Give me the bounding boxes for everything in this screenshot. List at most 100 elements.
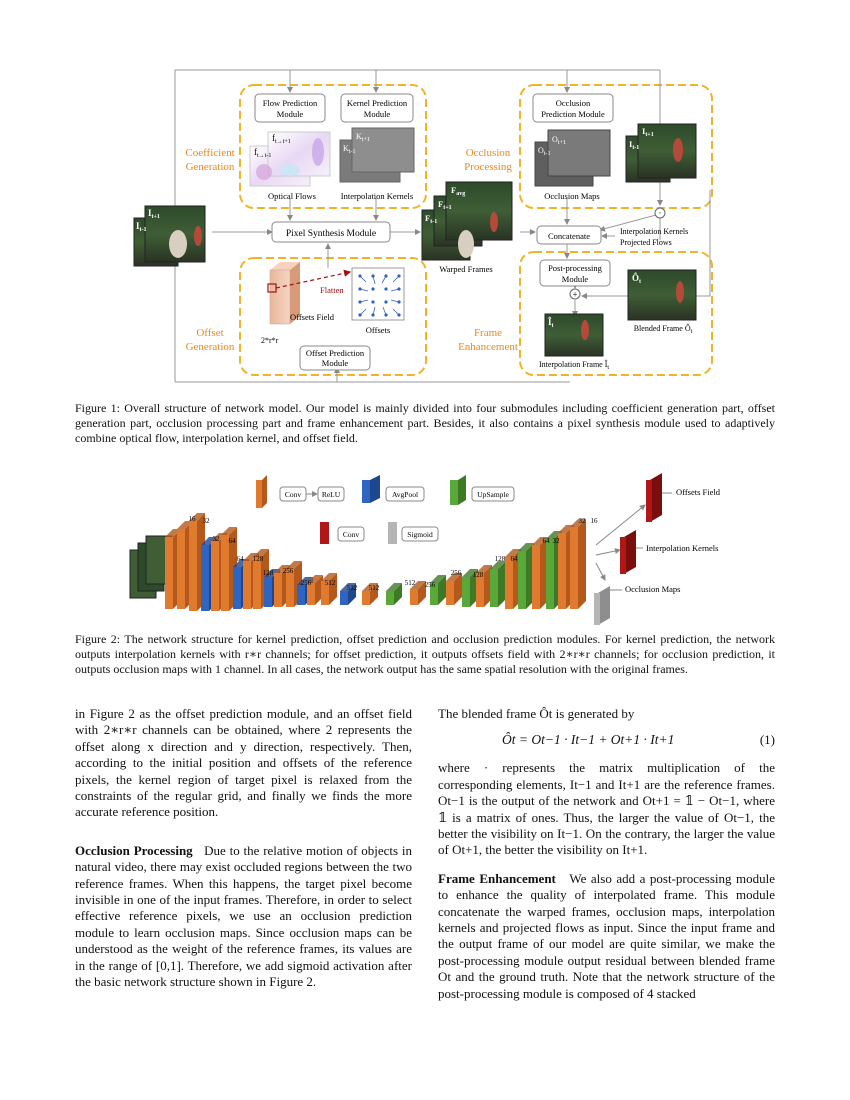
conv-block xyxy=(446,581,454,605)
channel-label: 16 xyxy=(591,517,599,525)
label-occlusion-1: Occlusion xyxy=(466,147,511,159)
svg-text:·: · xyxy=(659,208,662,218)
channel-label: 128 xyxy=(263,569,274,577)
conv-block xyxy=(165,537,173,609)
avgpool-block xyxy=(201,545,209,611)
conv-block xyxy=(274,573,282,607)
channel-label: 128 xyxy=(495,555,506,563)
label-coefficient-2: Generation xyxy=(186,161,235,173)
interp-kernels-input-label: Interpolation Kernels xyxy=(620,227,688,236)
equation-1: Ôt = Ot−1 · It−1 + Ot+1 · It+1 xyxy=(502,732,674,748)
channel-label: 16 xyxy=(189,515,197,523)
right-paragraph-2: where · represents the matrix multiplica… xyxy=(438,760,775,858)
upsample-block xyxy=(490,569,498,607)
svg-text:UpSample: UpSample xyxy=(477,490,509,499)
interpolation-frame-image xyxy=(545,314,603,356)
blended-frame-label: Blended Frame Ôt xyxy=(634,323,693,335)
channel-label: 512 xyxy=(369,584,380,592)
conv-block xyxy=(211,541,219,611)
svg-text:Module: Module xyxy=(364,109,391,119)
avgpool-block xyxy=(340,591,348,605)
svg-text:Conv: Conv xyxy=(343,530,360,539)
equation-number: (1) xyxy=(760,732,775,748)
svg-text:+: + xyxy=(572,290,577,300)
figure-1-caption: Figure 1: Overall structure of network m… xyxy=(75,401,775,446)
interp-kernels-output-label: Interpolation Kernels xyxy=(646,543,718,553)
channel-label: 64 xyxy=(229,537,237,545)
label-occlusion-2: Processing xyxy=(464,161,512,173)
channel-label: 256 xyxy=(301,579,312,587)
upsample-block xyxy=(462,577,470,607)
channel-label: 128 xyxy=(253,555,264,563)
left-column: in Figure 2 as the offset prediction mod… xyxy=(75,706,412,991)
flatten-label: Flatten xyxy=(320,285,344,295)
channel-label: 64 xyxy=(543,537,551,545)
blended-intro: The blended frame Ôt is generated by xyxy=(438,706,775,722)
block-side xyxy=(498,561,506,607)
network-blocks xyxy=(165,513,586,611)
offsets-field-output-label: Offsets Field xyxy=(676,487,721,497)
optical-flows-label: Optical Flows xyxy=(268,191,316,201)
legend: Conv ReLU AvgPool UpSample Conv Sigmoid xyxy=(256,475,514,544)
svg-text:Offset Prediction: Offset Prediction xyxy=(306,348,365,358)
svg-text:AvgPool: AvgPool xyxy=(392,490,418,499)
label-frame-1: Frame xyxy=(474,327,502,339)
label-offset-1: Offset xyxy=(196,327,223,339)
figure-2-caption: Figure 2: The network structure for kern… xyxy=(75,632,775,677)
equation-row: Ôt = Ot−1 · It−1 + Ot+1 · It+1 (1) xyxy=(438,722,775,756)
interpolation-kernels-label: Interpolation Kernels xyxy=(341,191,413,201)
svg-text:Pixel Synthesis Module: Pixel Synthesis Module xyxy=(286,229,376,239)
right-column: The blended frame Ôt is generated by Ôt … xyxy=(438,706,775,1002)
svg-text:Post-processing: Post-processing xyxy=(548,263,603,273)
conv-block xyxy=(505,557,513,609)
svg-text:Kernel Prediction: Kernel Prediction xyxy=(347,98,408,108)
channel-label: 512 xyxy=(347,584,358,592)
svg-text:Occlusion: Occlusion xyxy=(556,98,591,108)
conv-block xyxy=(221,535,229,611)
svg-text:Module: Module xyxy=(277,109,304,119)
offsets-field-label: Offsets Field xyxy=(290,312,335,322)
conv-block xyxy=(253,557,261,609)
svg-text:Prediction Module: Prediction Module xyxy=(541,109,605,119)
occlusion-maps-output xyxy=(594,593,600,625)
conv-block xyxy=(570,527,578,609)
label-coefficient-1: Coefficient xyxy=(185,147,234,159)
frame-enhancement-heading: Frame Enhancement xyxy=(438,871,556,886)
block-side xyxy=(578,519,586,609)
left-paragraph-1: in Figure 2 as the offset prediction mod… xyxy=(75,706,412,821)
conv-block xyxy=(243,561,251,609)
interp-kernels-output xyxy=(620,537,626,574)
svg-text:Flow Prediction: Flow Prediction xyxy=(263,98,318,108)
warped-frames-label: Warped Frames xyxy=(439,264,492,274)
svg-text:Conv: Conv xyxy=(285,490,302,499)
channel-label: 512 xyxy=(405,579,416,587)
occlusion-processing-paragraph: Occlusion Processing Due to the relative… xyxy=(75,843,412,991)
label-offset-2: Generation xyxy=(186,341,235,353)
svg-text:Sigmoid: Sigmoid xyxy=(407,530,433,539)
svg-text:Concatenate: Concatenate xyxy=(548,231,590,241)
upsample-block xyxy=(386,591,394,605)
occlusion-maps-output-label: Occlusion Maps xyxy=(625,584,680,594)
avgpool-block xyxy=(233,567,241,609)
channel-label: 64 xyxy=(237,555,245,563)
conv-block xyxy=(362,591,370,605)
figure-1: Coefficient Generation Offset Generation… xyxy=(0,0,850,400)
svg-text:ReLU: ReLU xyxy=(322,490,341,499)
upsample-block xyxy=(518,551,526,609)
channel-label: 512 xyxy=(325,579,336,587)
channel-label: 32 xyxy=(213,535,221,543)
channel-label: 256 xyxy=(451,569,462,577)
occlusion-maps-label: Occlusion Maps xyxy=(544,191,599,201)
channel-label: 64 xyxy=(511,555,519,563)
r-dims-label: 2*r*r xyxy=(261,336,279,345)
channel-label: 32 xyxy=(553,537,561,545)
channel-label: 128 xyxy=(473,571,484,579)
offsets-label: Offsets xyxy=(366,325,390,335)
offsets-field-block xyxy=(270,270,290,324)
conv-block xyxy=(410,589,418,605)
upsample-block xyxy=(546,539,554,609)
label-frame-2: Enhancement xyxy=(458,341,518,353)
conv-block xyxy=(177,529,185,609)
channel-label: 256 xyxy=(283,567,294,575)
svg-text:Module: Module xyxy=(322,358,349,368)
